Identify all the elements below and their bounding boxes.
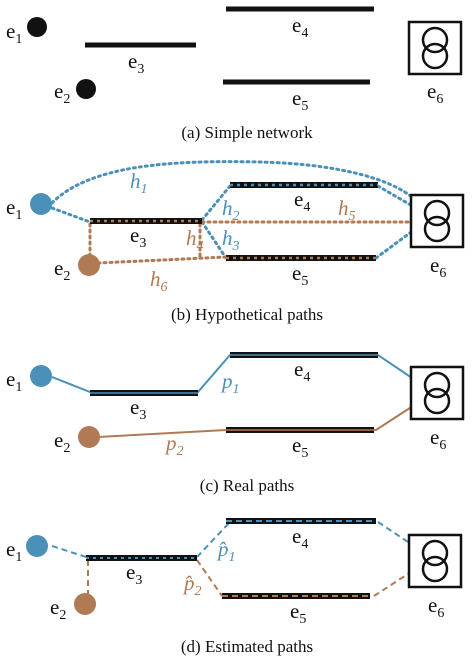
node-e1 xyxy=(27,17,47,37)
label-e1: e1 xyxy=(6,195,22,223)
node-e2 xyxy=(78,426,100,448)
label-e5: e5 xyxy=(292,261,308,289)
label-h4: h4 xyxy=(186,226,204,254)
caption-b: (b) Hypothetical paths xyxy=(171,305,323,324)
label-h2: h2 xyxy=(222,196,240,224)
path-h2-out xyxy=(376,184,418,210)
path-h3-out xyxy=(374,228,416,260)
label-e6: e6 xyxy=(430,253,446,281)
path-h6 xyxy=(96,255,228,265)
caption-c: (c) Real paths xyxy=(200,476,294,495)
label-e2: e2 xyxy=(54,428,70,456)
label-p1: p1 xyxy=(220,369,240,397)
label-e6: e6 xyxy=(430,425,446,453)
node-e1 xyxy=(26,535,48,557)
label-p2: p2 xyxy=(164,431,184,459)
label-e4: e4 xyxy=(294,357,310,385)
label-e3: e3 xyxy=(128,49,144,77)
label-e1: e1 xyxy=(6,537,22,565)
panel-a: e1 e2 e3 e4 e5 e6 (a) Simple network xyxy=(6,6,463,142)
panel-b: e1 e2 e3 e4 e5 h1 h2 h3 h4 h5 h6 e6 (b) … xyxy=(6,160,465,324)
path-p1-out xyxy=(377,521,415,547)
path-h3 xyxy=(200,220,228,260)
node-e2 xyxy=(76,79,96,99)
path-h1-link xyxy=(50,206,92,224)
label-e6: e6 xyxy=(427,79,443,107)
transformer-icon xyxy=(407,533,463,589)
node-e1 xyxy=(30,193,52,215)
path-h2 xyxy=(200,184,232,222)
label-e2: e2 xyxy=(54,256,70,284)
label-e1: e1 xyxy=(6,367,22,395)
label-e4: e4 xyxy=(294,187,310,215)
label-e1: e1 xyxy=(6,19,22,47)
label-e4: e4 xyxy=(292,13,308,41)
label-h1: h1 xyxy=(130,169,148,197)
path-p1 xyxy=(51,354,413,393)
path-p2-out xyxy=(373,569,415,597)
label-e5: e5 xyxy=(290,599,306,627)
path-h1 xyxy=(50,160,422,207)
node-e1 xyxy=(30,365,52,387)
path-p1-up xyxy=(196,521,231,558)
label-h3: h3 xyxy=(222,226,240,254)
label-e3: e3 xyxy=(130,395,146,423)
path-p1-in xyxy=(51,545,87,558)
label-e5: e5 xyxy=(292,86,308,114)
label-e2: e2 xyxy=(54,79,70,107)
label-e3: e3 xyxy=(130,223,146,251)
label-e5: e5 xyxy=(292,433,308,461)
node-e2 xyxy=(74,593,96,615)
transformer-icon xyxy=(409,193,465,249)
node-e2 xyxy=(78,254,100,276)
label-e6: e6 xyxy=(428,593,444,621)
path-p2-down xyxy=(196,559,223,597)
label-p1-hat: p̂1 xyxy=(216,537,236,565)
transformer-icon xyxy=(407,20,463,76)
label-e2: e2 xyxy=(50,595,66,623)
label-p2-hat: p̂2 xyxy=(182,571,202,599)
label-e3: e3 xyxy=(126,560,142,588)
panel-c: e1 e2 e3 e4 e5 p1 p2 e6 (c) Real paths xyxy=(6,352,465,495)
caption-a: (a) Simple network xyxy=(181,123,313,142)
label-h5: h5 xyxy=(338,196,356,224)
panel-d: e1 e2 e3 e4 e5 p̂1 p̂2 e6 (d) Estimated … xyxy=(6,518,463,656)
label-h6: h6 xyxy=(150,267,168,295)
caption-d: (d) Estimated paths xyxy=(181,637,313,656)
transformer-icon xyxy=(409,365,465,421)
label-e4: e4 xyxy=(292,524,308,552)
